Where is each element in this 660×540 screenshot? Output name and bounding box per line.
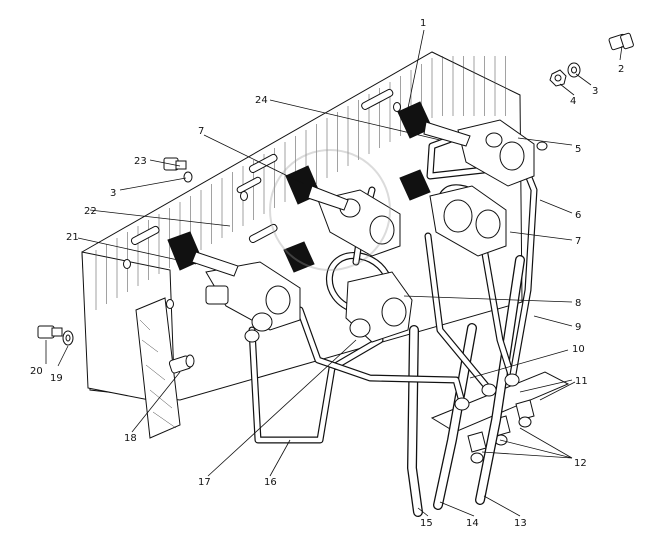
callout-8: 8 (575, 298, 581, 309)
callout-17: 17 (198, 477, 211, 488)
callout-22: 22 (84, 206, 97, 217)
nut-4 (549, 69, 567, 87)
lever-handle (283, 241, 315, 273)
callout-9: 9 (575, 322, 581, 333)
panel-slots (130, 88, 394, 246)
loose-fasteners (37, 32, 634, 346)
watermark-logo (269, 149, 391, 271)
callout-10: 10 (572, 344, 585, 355)
callout-3c: 3 (110, 188, 116, 199)
bolt-20 (37, 325, 63, 339)
lever-handle (285, 165, 349, 211)
callout-14: 14 (466, 518, 479, 529)
callout-2: 2 (618, 64, 624, 75)
bolt-2 (608, 32, 634, 51)
callout-11: 11 (575, 376, 588, 387)
front-bracket-plate (135, 297, 195, 439)
callout-labels: 1 2 3 4 3 5 24 7 23 3 22 6 21 7 8 9 10 1… (30, 18, 624, 529)
washer-3 (567, 62, 581, 78)
callout-21: 21 (66, 232, 79, 243)
callout-18: 18 (124, 433, 137, 444)
callout-6: 6 (575, 210, 581, 221)
washer-19 (62, 330, 74, 346)
callout-23: 23 (134, 156, 147, 167)
valve-body-lower (205, 261, 413, 343)
callout-7b: 7 (575, 236, 581, 247)
leader-lines (45, 29, 623, 517)
callout-12: 12 (574, 458, 587, 469)
callout-20: 20 (30, 366, 43, 377)
bolt-23 (163, 157, 193, 183)
callout-24: 24 (255, 95, 268, 106)
valve-body-upper (457, 119, 548, 187)
callout-13: 13 (514, 518, 527, 529)
callout-5: 5 (575, 144, 581, 155)
callout-15: 15 (420, 518, 433, 529)
valve-bodies (205, 119, 548, 343)
callout-3: 3 (592, 86, 598, 97)
callout-19: 19 (50, 373, 63, 384)
callout-16: 16 (264, 477, 277, 488)
valve-body-middle (317, 185, 507, 257)
callout-1: 1 (420, 18, 426, 29)
stud-bolt (168, 354, 195, 374)
lever-handle (167, 231, 239, 277)
callout-7: 7 (198, 126, 204, 137)
lever-handle (399, 169, 431, 201)
pipe-nuts (244, 329, 520, 411)
bracket-hatching (139, 319, 177, 429)
callout-4: 4 (570, 96, 576, 107)
control-levers (167, 101, 471, 277)
lever-handle (397, 101, 471, 147)
